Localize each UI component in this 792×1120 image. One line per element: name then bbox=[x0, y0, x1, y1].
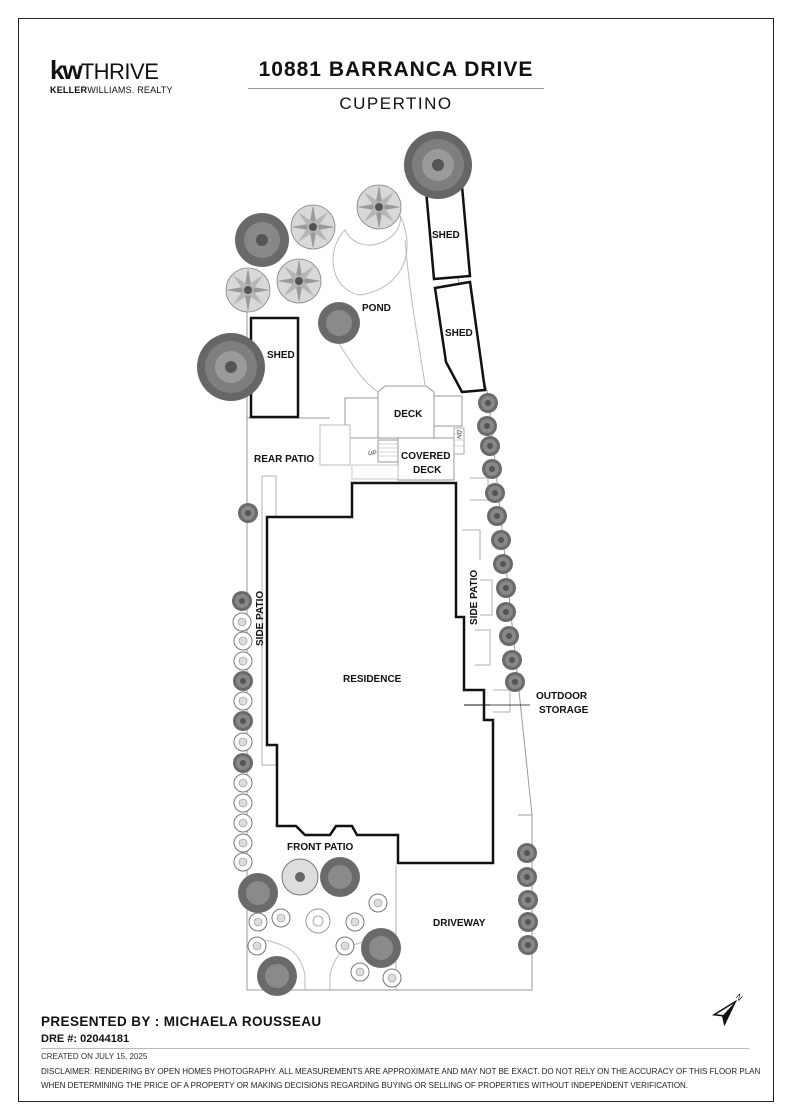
presented-by: PRESENTED BY : MICHAELA ROUSSEAU bbox=[41, 1014, 322, 1029]
north-arrow-icon: N bbox=[711, 992, 744, 1027]
palm-tree-icon bbox=[276, 258, 322, 304]
title-divider bbox=[248, 88, 544, 89]
palm-tree-icon bbox=[290, 204, 336, 250]
label-covered-deck-1: COVERED bbox=[401, 451, 450, 462]
residence-outline bbox=[265, 481, 495, 865]
property-city: CUPERTINO bbox=[339, 94, 453, 113]
logo-wordmark: kwTHRIVE bbox=[50, 55, 173, 85]
property-address: 10881 BARRANCA DRIVE bbox=[258, 58, 534, 81]
label-driveway: DRIVEWAY bbox=[433, 918, 486, 929]
disclaimer: DISCLAIMER: RENDERING BY OPEN HOMES PHOT… bbox=[41, 1067, 761, 1090]
label-side-patio-left: SIDE PATIO bbox=[255, 591, 266, 646]
logo-kw: kw bbox=[50, 55, 83, 85]
label-deck: DECK bbox=[394, 409, 423, 420]
label-pond: POND bbox=[362, 303, 391, 314]
label-shed-left: SHED bbox=[267, 350, 295, 361]
logo-thrive: THRIVE bbox=[80, 59, 159, 84]
footer-divider bbox=[41, 1048, 749, 1049]
shed-lower bbox=[433, 280, 487, 394]
logo-subtitle: KELLERWILLIAMS. REALTY bbox=[50, 85, 173, 95]
label-rear-patio: REAR PATIO bbox=[254, 454, 314, 465]
front-yard bbox=[264, 908, 371, 990]
page-border bbox=[18, 18, 774, 1102]
palm-tree-icon bbox=[225, 267, 271, 313]
label-shed-upper: SHED bbox=[432, 230, 460, 241]
label-outdoor-storage-1: OUTDOOR bbox=[536, 691, 588, 702]
north-label: N bbox=[734, 992, 744, 1003]
logo-sub-rest: WILLIAMS. REALTY bbox=[87, 85, 173, 95]
label-dn: DN bbox=[455, 430, 461, 439]
large-tree-icon bbox=[404, 131, 472, 199]
palm-tree-icon bbox=[356, 184, 402, 230]
created-date: CREATED ON JULY 15, 2025 bbox=[41, 1052, 148, 1061]
logo-sub-bold: KELLER bbox=[50, 85, 88, 95]
large-tree-icon bbox=[197, 333, 265, 401]
label-residence: RESIDENCE bbox=[343, 674, 402, 685]
brand-logo: kwTHRIVE KELLERWILLIAMS. REALTY bbox=[50, 55, 173, 95]
label-shed-lower: SHED bbox=[445, 328, 473, 339]
plan-labels: SHED SHED SHED POND DECK COVERED DECK RE… bbox=[254, 230, 589, 929]
label-outdoor-storage-2: STORAGE bbox=[539, 705, 589, 716]
label-side-patio-right: SIDE PATIO bbox=[469, 570, 480, 625]
deck-structures bbox=[319, 385, 465, 481]
label-up: UP bbox=[368, 451, 376, 457]
dre-number: DRE #: 02044181 bbox=[41, 1033, 130, 1045]
label-front-patio: FRONT PATIO bbox=[287, 842, 354, 853]
landscaping bbox=[197, 131, 538, 996]
label-covered-deck-2: DECK bbox=[413, 465, 442, 476]
